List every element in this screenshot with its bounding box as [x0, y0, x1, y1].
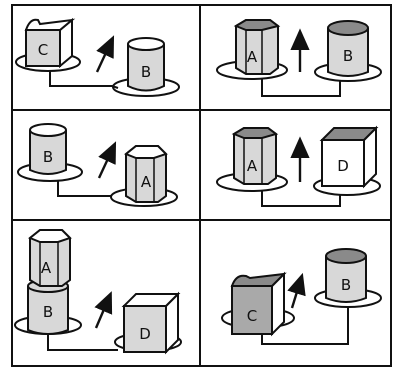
panel-5-left-lower-block: B [27, 279, 69, 335]
panel-3-arrow [97, 141, 117, 179]
panel-2-connector [261, 79, 341, 97]
panel-5-label-right: D [139, 325, 151, 343]
panel-6-left-block: C [230, 271, 287, 337]
panel-1-connector [49, 71, 119, 89]
panel-6-label-left: C [247, 307, 257, 325]
panel-5-label-left-bottom: B [43, 303, 53, 321]
outer-frame [11, 4, 392, 367]
panel-3: B A [17, 123, 178, 207]
panel-2-label-right: B [343, 47, 353, 65]
panel-2: A B [216, 19, 382, 97]
panel-3-connector [57, 181, 112, 197]
panel-6: C B [221, 248, 382, 345]
panel-4-right-block: D [319, 125, 379, 189]
panel-4-label-right: D [337, 157, 349, 175]
panel-2-right-block: B [327, 20, 369, 77]
panel-5-label-left-top: A [41, 259, 52, 277]
panel-5-arrow [94, 291, 113, 329]
panel-3-label-right: A [141, 173, 152, 191]
panel-2-left-block: A [233, 19, 281, 75]
panel-3-right-block: A [124, 145, 168, 203]
panel-6-arrow [287, 272, 306, 309]
panel-2-label-left: A [247, 48, 258, 66]
panel-4-label-left: A [247, 157, 258, 175]
panel-5-left-upper-block: A [28, 229, 72, 287]
panel-4-left-block: A [231, 127, 279, 185]
panel-1-label-right: B [141, 63, 151, 81]
panel-1-right-block: B [127, 37, 165, 92]
panel-5: B A D [14, 229, 182, 355]
panel-4: A D [216, 125, 381, 207]
panel-1: C B [15, 17, 180, 97]
panel-5-right-block: D [121, 291, 181, 355]
panel-1-left-block: C [24, 17, 76, 69]
panel-5-connector [47, 334, 118, 351]
panel-1-label-left: C [38, 41, 48, 59]
panel-6-right-block: B [325, 248, 367, 303]
panel-3-label-left: B [43, 148, 53, 166]
panel-4-connector [261, 191, 341, 207]
panel-6-label-right: B [341, 276, 351, 294]
panel-3-left-block: B [29, 123, 67, 175]
panel-1-arrow [95, 35, 115, 73]
panel-6-connector [261, 307, 349, 345]
